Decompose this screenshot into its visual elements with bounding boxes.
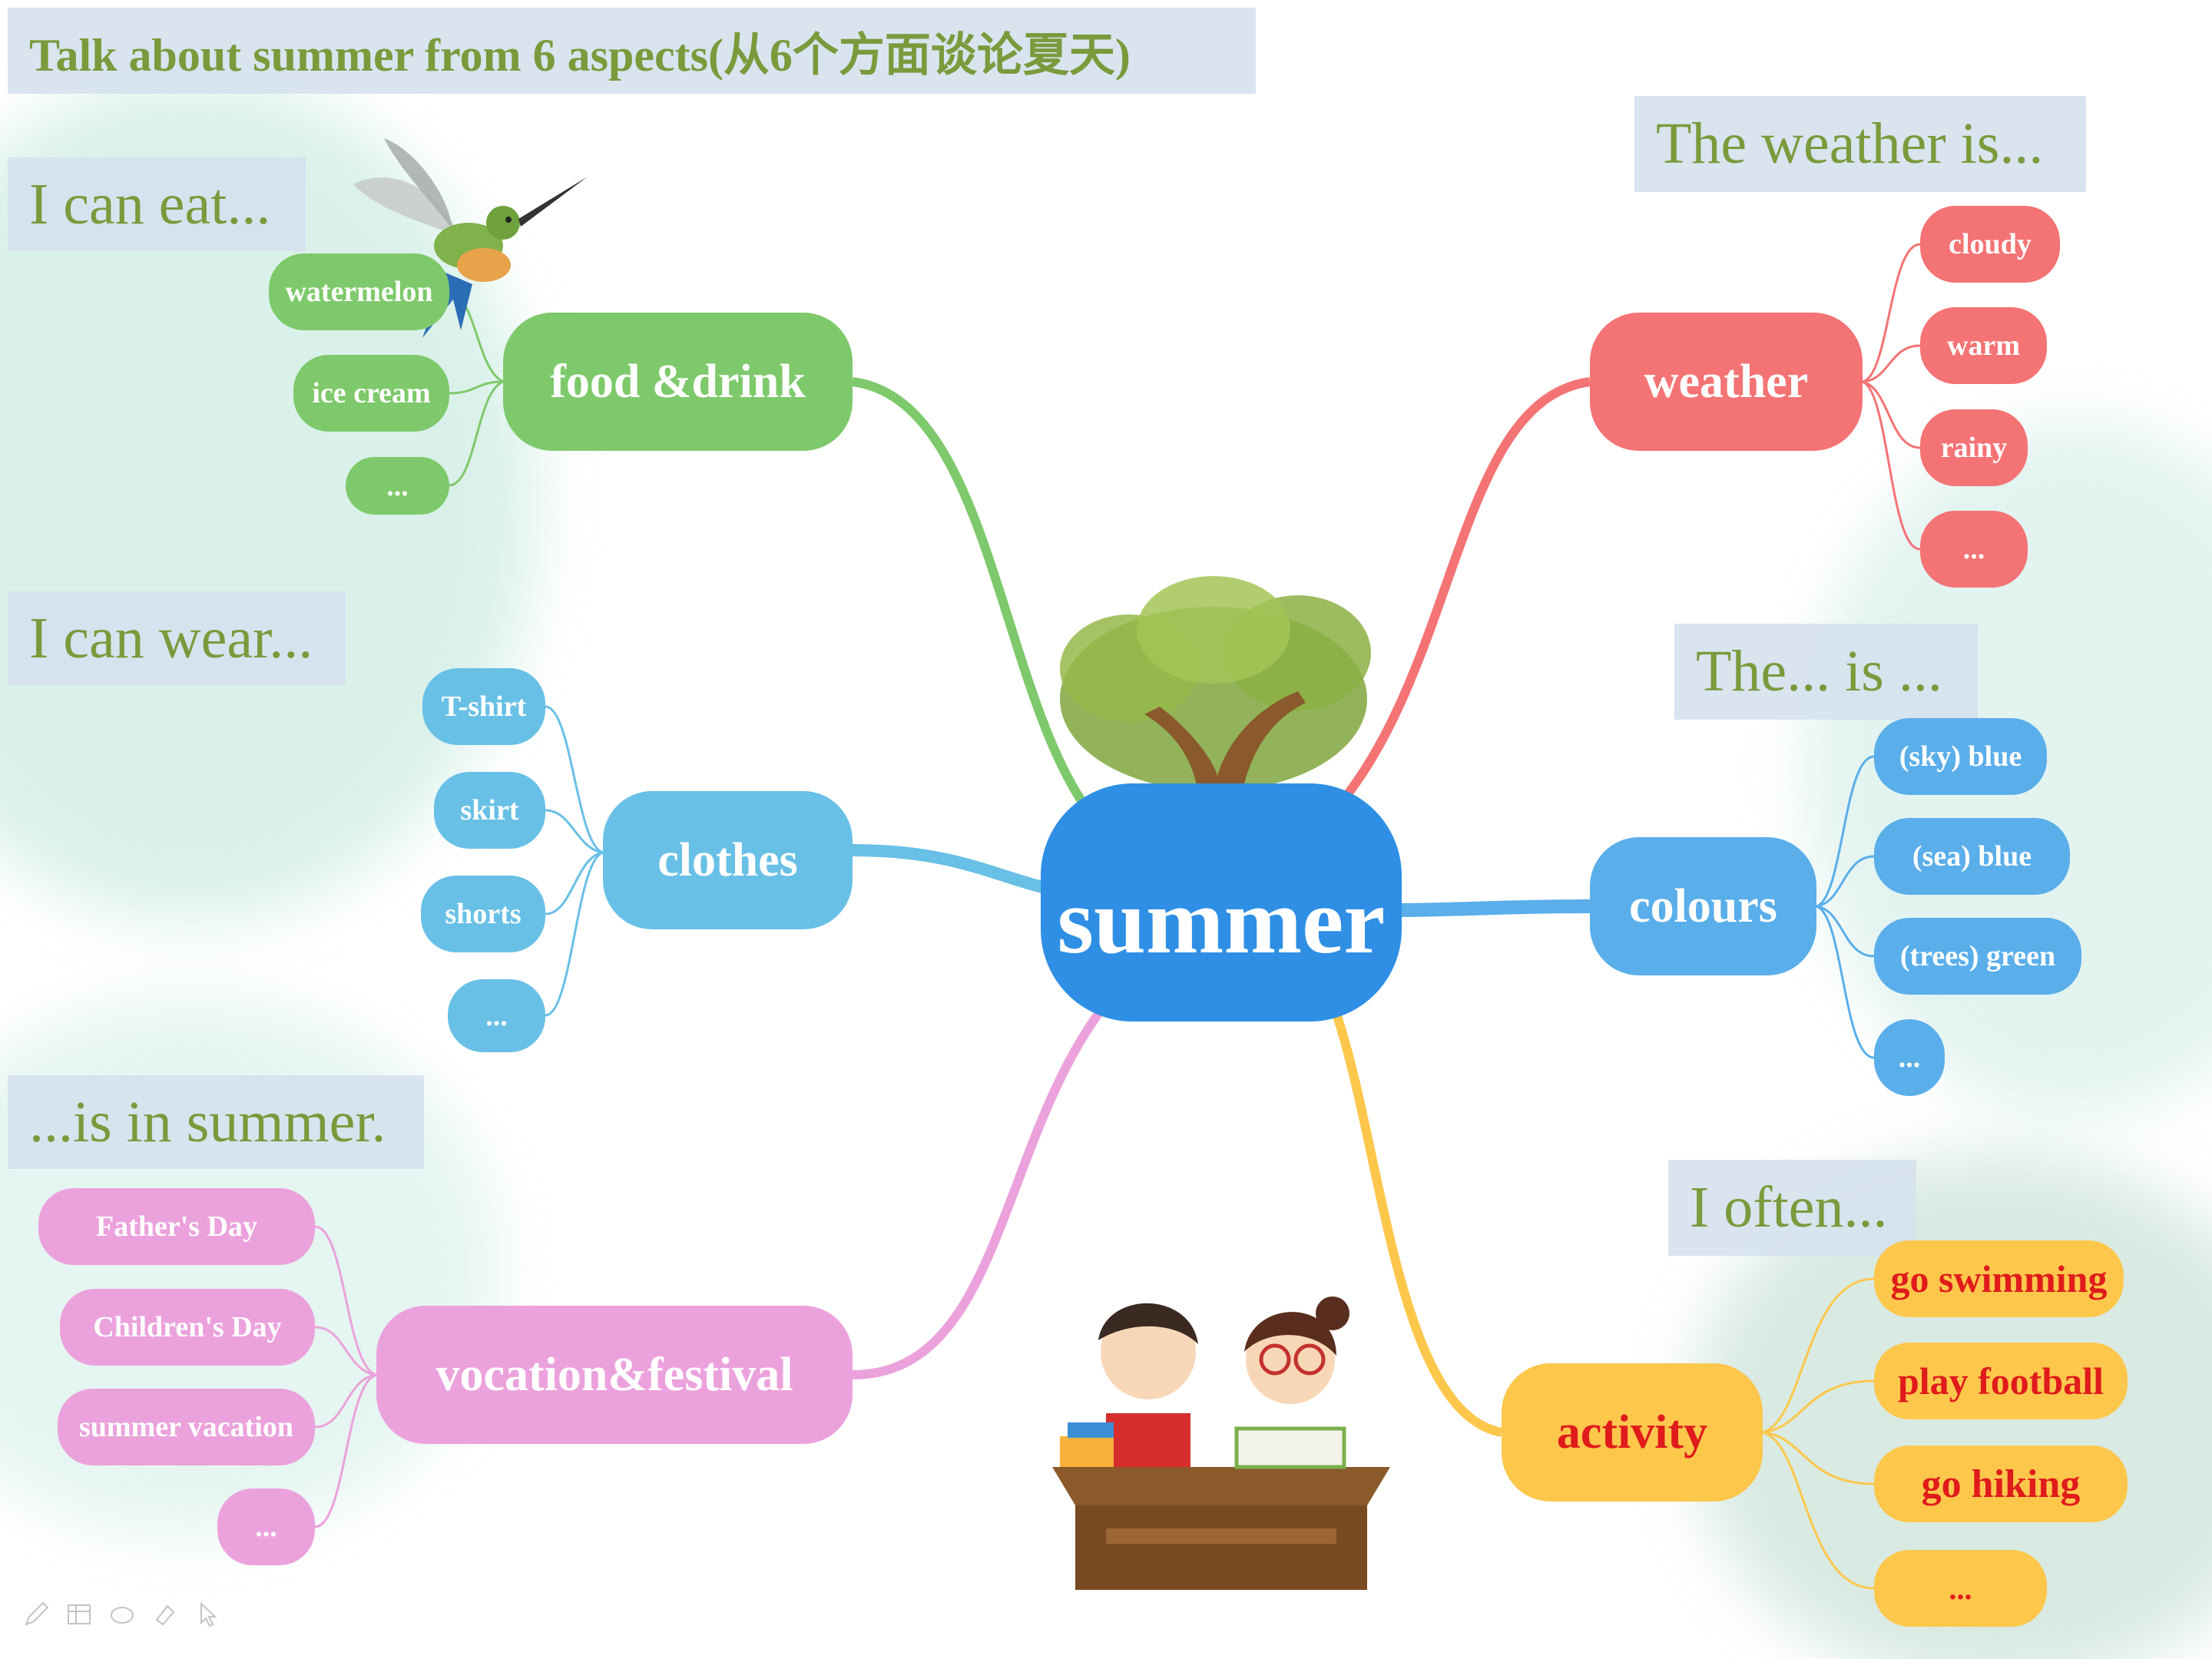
leaf-colours-2[interactable]: (sea) blue — [1874, 818, 2070, 895]
prompt-weather: The weather is... — [1634, 96, 2086, 192]
connector-food — [852, 377, 1094, 817]
highlighter-icon[interactable] — [152, 1601, 178, 1628]
leaf-food-2[interactable]: ice cream — [293, 355, 449, 432]
leaf-clothes-2[interactable]: skirt — [434, 772, 545, 849]
prompt-activity: I often... — [1668, 1160, 1916, 1256]
connector-colours — [1397, 899, 1591, 917]
connector-weather — [1340, 377, 1591, 802]
leaf-food-3[interactable]: ... — [346, 457, 449, 515]
leaf-food-1[interactable]: watermelon — [269, 253, 449, 330]
leaf-activity-4[interactable]: ... — [1874, 1550, 2047, 1627]
leaf-weather-2[interactable]: warm — [1920, 307, 2047, 384]
leaf-clothes-3[interactable]: shorts — [421, 876, 545, 952]
leaf-weather-1[interactable]: cloudy — [1920, 206, 2060, 283]
branch-colours[interactable]: colours — [1590, 837, 1816, 975]
connector-festival — [852, 1011, 1102, 1379]
grid-icon[interactable] — [66, 1601, 92, 1628]
prompt-colours: The... is ... — [1674, 624, 1978, 720]
slide-title: Talk about summer from 6 aspects(从6个方面谈论… — [8, 8, 1256, 94]
branch-clothes[interactable]: clothes — [603, 791, 853, 929]
leaf-festival-2[interactable]: Children's Day — [60, 1289, 315, 1366]
leaf-colours-1[interactable]: (sky) blue — [1874, 718, 2047, 795]
branch-weather[interactable]: weather — [1590, 313, 1863, 451]
connector-clothes — [852, 844, 1061, 897]
leaf-colours-4[interactable]: ... — [1874, 1019, 1945, 1096]
leaf-festival-1[interactable]: Father's Day — [38, 1188, 315, 1265]
prompt-clothes: I can wear... — [8, 591, 346, 685]
branch-food[interactable]: food &drink — [503, 313, 853, 451]
leaf-colours-3[interactable]: (trees) green — [1874, 918, 2081, 995]
eraser-icon[interactable] — [109, 1601, 135, 1628]
leaf-weather-4[interactable]: ... — [1920, 511, 2028, 588]
leaf-festival-3[interactable]: summer vacation — [58, 1389, 315, 1465]
connector-activity — [1332, 1012, 1503, 1437]
leaf-clothes-4[interactable]: ... — [448, 979, 545, 1052]
leaf-weather-3[interactable]: rainy — [1920, 409, 2028, 486]
branch-festival[interactable]: vocation&festival — [376, 1306, 853, 1444]
pen-icon[interactable] — [23, 1601, 49, 1628]
branch-activity[interactable]: activity — [1502, 1363, 1763, 1502]
prompt-food: I can eat... — [8, 157, 306, 251]
leaf-clothes-1[interactable]: T-shirt — [422, 668, 545, 745]
leaf-activity-3[interactable]: go hiking — [1874, 1445, 2128, 1522]
prompt-festival: ...is in summer. — [8, 1075, 424, 1169]
pointer-icon[interactable] — [195, 1601, 221, 1628]
leaf-activity-2[interactable]: play football — [1874, 1343, 2128, 1419]
center-node[interactable]: summer — [1041, 783, 1402, 1022]
presentation-toolbar — [23, 1601, 221, 1628]
leaf-festival-4[interactable]: ... — [217, 1488, 315, 1565]
leaf-activity-1[interactable]: go swimming — [1874, 1240, 2124, 1317]
